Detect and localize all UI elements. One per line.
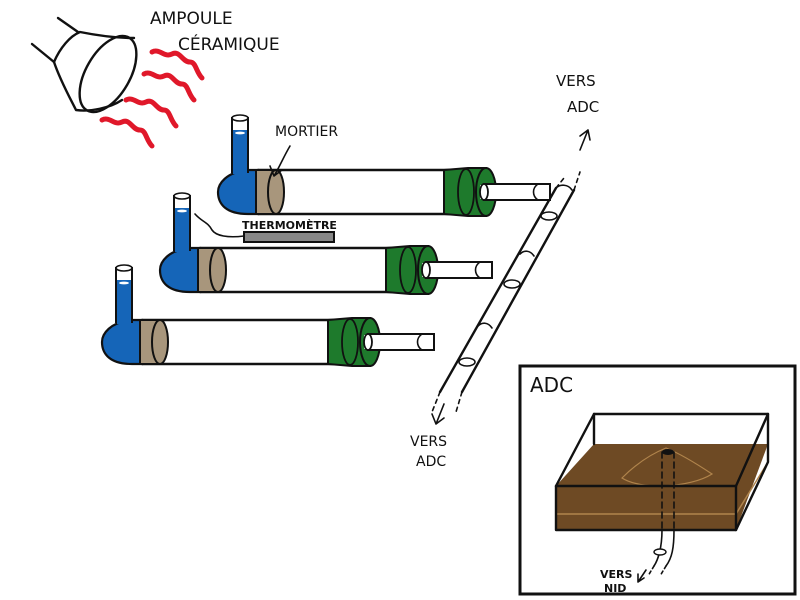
vers-adc-top-line2: ADC <box>567 98 599 116</box>
vers-adc-bottom-line2: ADC <box>416 454 446 470</box>
adc-inset-panel: ADC VERS NID <box>518 364 797 596</box>
lamp-label-line2: CÉRAMIQUE <box>178 33 280 55</box>
heat-waves-icon <box>99 48 205 149</box>
arrow-to-nest-icon <box>637 569 647 583</box>
vers-nid-line2: NID <box>604 582 626 595</box>
thermometer-probe <box>243 231 335 243</box>
lamp-label-line1: AMPOULE <box>150 9 233 29</box>
arrow-down-icon <box>431 403 445 425</box>
manifold-pipe <box>431 171 581 413</box>
thermometer-wire <box>194 213 245 238</box>
mortier-label: MORTIER <box>275 124 338 140</box>
vers-adc-top-line1: VERS <box>556 72 596 90</box>
tube-top <box>216 113 552 218</box>
tube-middle <box>158 191 494 296</box>
thermometer-label: THERMOMÈTRE <box>242 219 337 232</box>
vers-nid-line1: VERS <box>600 568 632 581</box>
ceramic-lamp-icon <box>30 16 138 114</box>
adc-inset-title: ADC <box>530 373 573 397</box>
mortier-arrow-icon <box>269 145 291 177</box>
arrow-up-icon <box>579 129 591 151</box>
vers-adc-bottom-line1: VERS <box>410 434 447 450</box>
tube-bottom <box>100 263 436 368</box>
